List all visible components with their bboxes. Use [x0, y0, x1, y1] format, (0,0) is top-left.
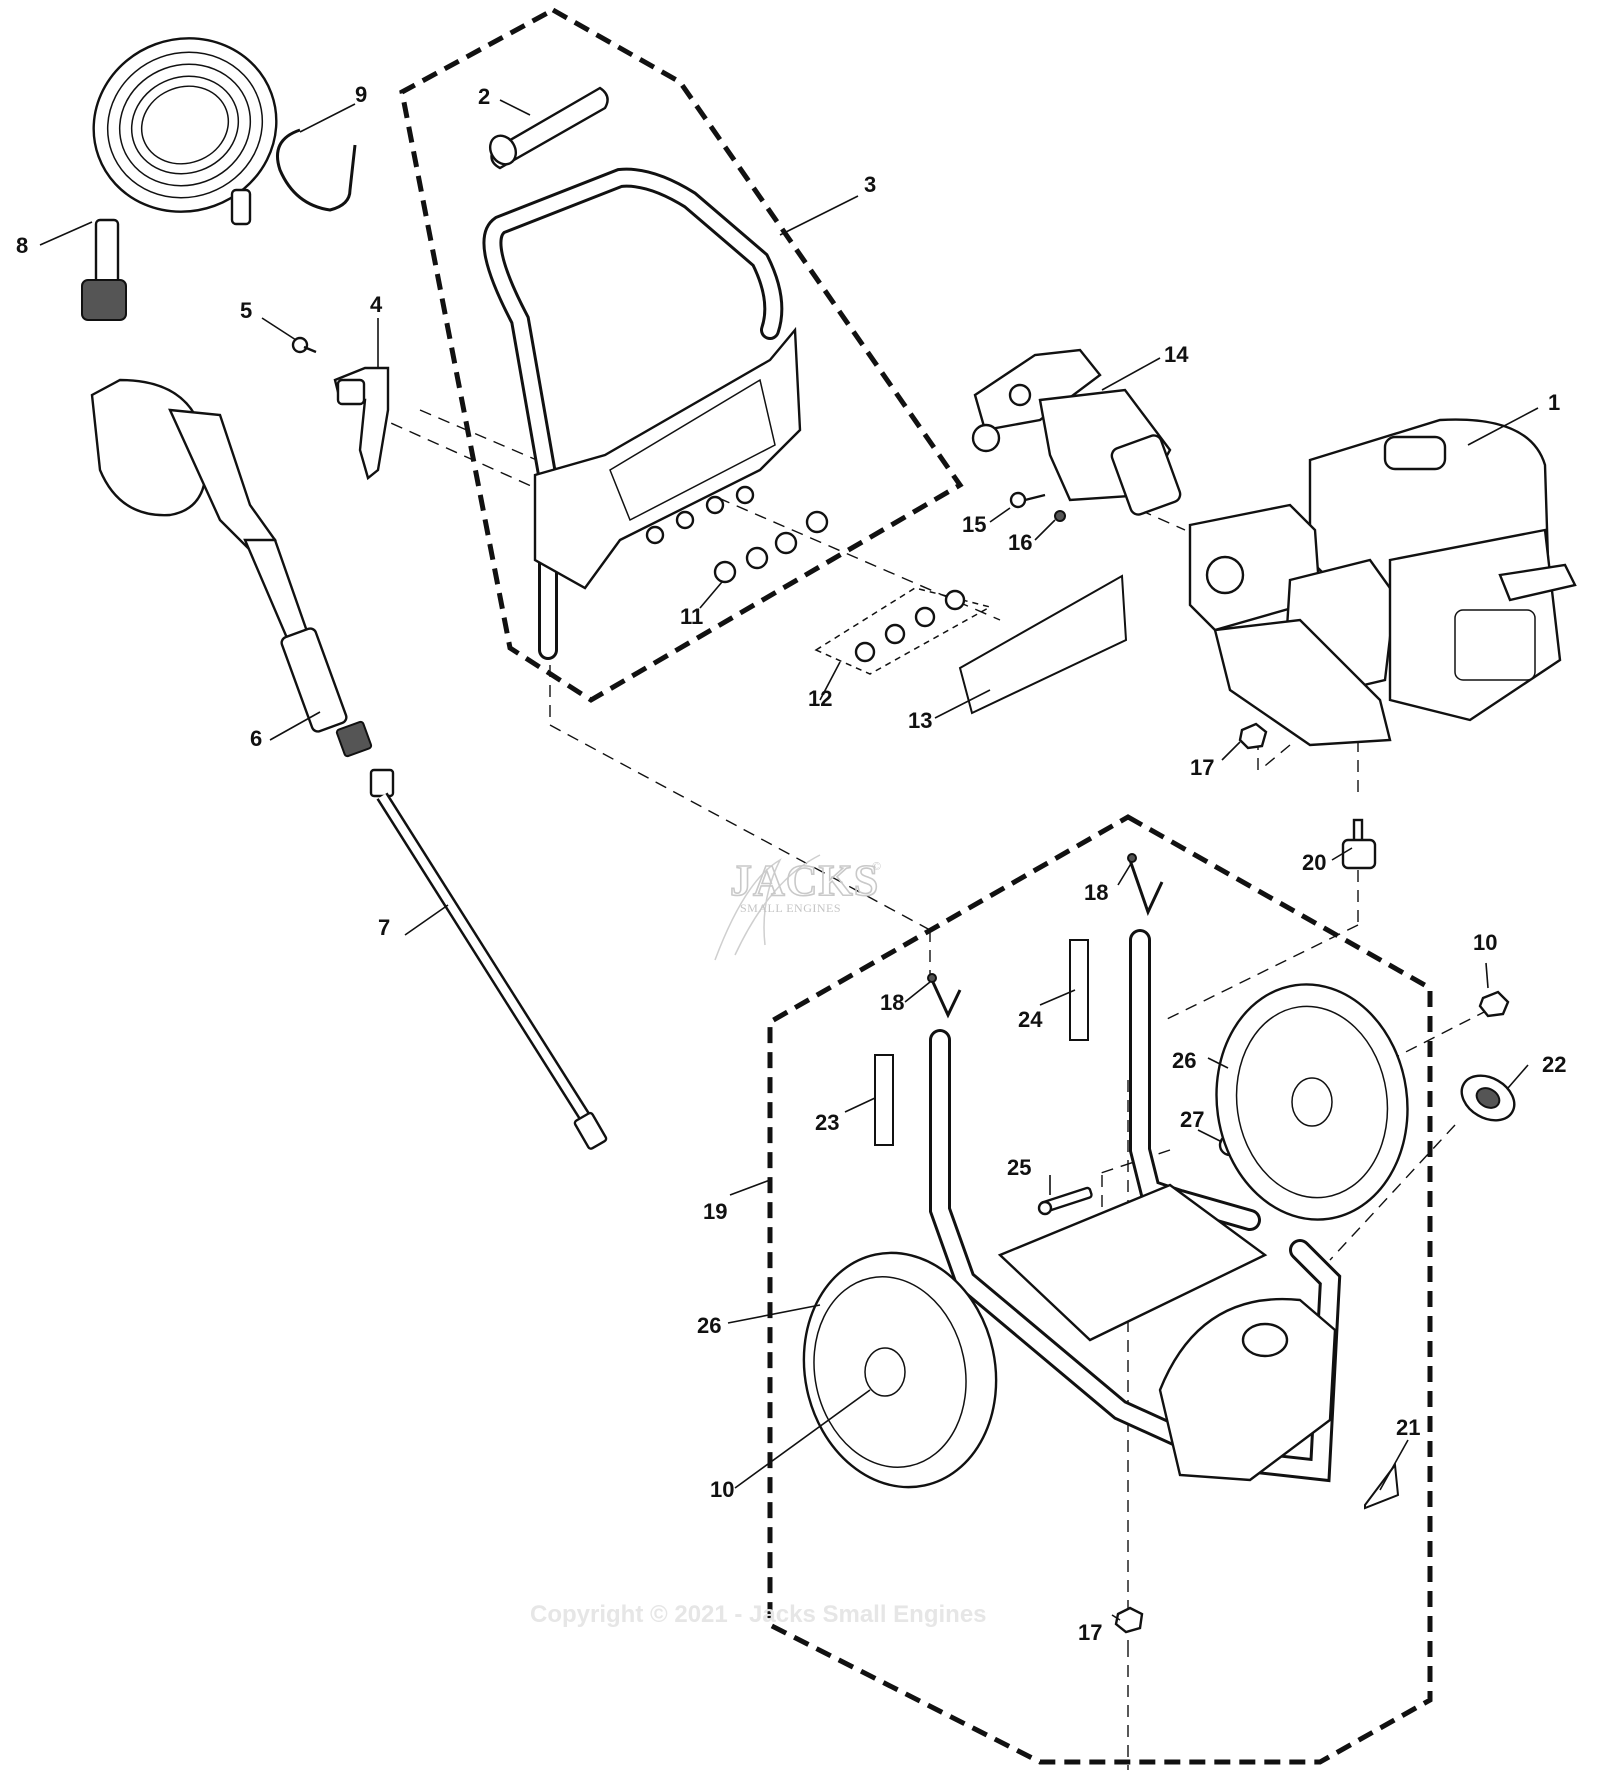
callout-24: 24	[1018, 1007, 1043, 1032]
decal-23	[874, 1054, 894, 1146]
gun-holder-bracket	[333, 366, 390, 481]
lock-washer	[1054, 510, 1066, 522]
copyright-watermark: Copyright © 2021 - Jacks Small Engines	[530, 1601, 987, 1628]
callout-18-bottom: 18	[880, 990, 904, 1015]
frame-group-outline	[767, 814, 1433, 1765]
pressure-pump	[971, 348, 1182, 516]
handle-nuts	[645, 485, 755, 545]
wheel-26b	[802, 1251, 998, 1489]
callout-13: 13	[908, 708, 932, 733]
callout-15: 15	[962, 512, 986, 537]
nut-17b	[1114, 1606, 1144, 1634]
jacks-watermark-logo: JACKS © SMALL ENGINES	[714, 854, 882, 961]
watermark-subtitle: SMALL ENGINES	[740, 901, 841, 915]
callout-numbers: 1 2 3 4 5 6 7 8 9 10 10 11 12 13 14 15 1…	[16, 82, 1566, 1645]
label-13	[958, 574, 1128, 715]
callout-8: 8	[16, 233, 28, 258]
handle-group-outline	[399, 7, 964, 703]
cart-frame	[929, 929, 1342, 1483]
callout-16: 16	[1008, 530, 1032, 555]
callout-7: 7	[378, 915, 390, 940]
callout-2: 2	[478, 84, 490, 109]
callout-9: 9	[355, 82, 367, 107]
axle-pin	[1037, 1186, 1093, 1216]
callout-23: 23	[815, 1110, 839, 1135]
callout-22: 22	[1542, 1052, 1566, 1077]
clip-18b	[927, 973, 962, 1019]
hose-coil	[81, 37, 278, 321]
callout-17-bottom: 17	[1078, 1620, 1102, 1645]
callout-17-top: 17	[1190, 755, 1214, 780]
hub-cap	[1460, 1074, 1516, 1122]
callout-11: 11	[680, 604, 703, 629]
leader-lines	[39, 99, 1539, 1621]
callout-26-top: 26	[1172, 1048, 1196, 1073]
assembly-lines	[372, 409, 1489, 1770]
callout-5: 5	[240, 298, 252, 323]
callout-10-top: 10	[1473, 930, 1497, 955]
bolt-group-outline	[814, 587, 993, 675]
axle-nut-10a	[1478, 990, 1510, 1018]
clip-18a	[1127, 853, 1164, 916]
flange-nuts	[713, 510, 829, 584]
wheel-26a	[1215, 983, 1409, 1221]
callout-10-bottom: 10	[710, 1477, 734, 1502]
callout-27: 27	[1180, 1107, 1204, 1132]
hose-hook	[276, 128, 357, 212]
callout-1: 1	[1548, 390, 1560, 415]
nut-17a	[1238, 722, 1268, 750]
handle-frame	[482, 167, 802, 660]
callout-3: 3	[864, 172, 876, 197]
callout-25: 25	[1007, 1155, 1031, 1180]
engine	[1188, 418, 1577, 747]
spray-gun	[90, 378, 373, 758]
callout-18-top: 18	[1084, 880, 1108, 905]
vibration-mount	[1341, 818, 1377, 870]
callout-21: 21	[1396, 1415, 1420, 1440]
callout-26-bottom: 26	[697, 1313, 721, 1338]
callout-12: 12	[808, 686, 832, 711]
callout-20: 20	[1302, 850, 1326, 875]
callout-19: 19	[703, 1199, 727, 1224]
pump-bolt	[1009, 491, 1046, 509]
callout-4: 4	[370, 292, 383, 317]
watermark-reg-mark: ©	[872, 859, 882, 873]
screw-5	[291, 336, 317, 354]
callout-14: 14	[1164, 342, 1189, 367]
mounting-bolts	[854, 589, 966, 663]
handle-grip	[488, 86, 609, 170]
watermark-logo-text: JACKS	[730, 856, 879, 905]
decal-24	[1069, 939, 1089, 1041]
spray-lance	[369, 768, 608, 1150]
callout-6: 6	[250, 726, 262, 751]
